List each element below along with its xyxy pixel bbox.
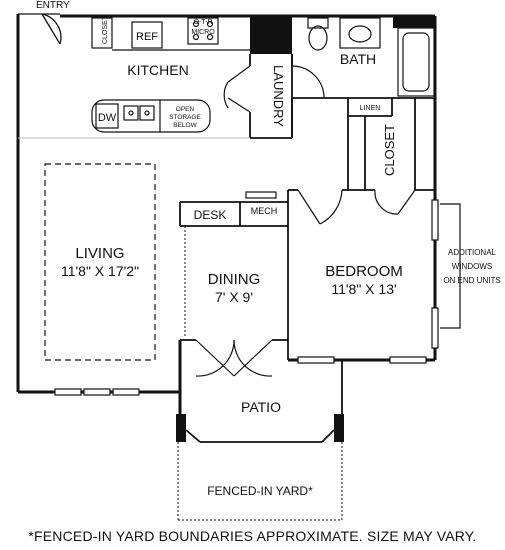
dining-dimension: 7' X 9' xyxy=(215,289,253,305)
closet-walls xyxy=(348,98,416,190)
exterior-walls xyxy=(16,14,437,440)
kitchen-label: KITCHEN xyxy=(127,62,188,78)
dining-label: DINING xyxy=(208,271,261,288)
patio xyxy=(176,360,344,443)
bedroom-windows xyxy=(297,199,461,364)
patio-label: PATIO xyxy=(241,399,281,415)
living-windows xyxy=(54,388,140,396)
yard-label: FENCED-IN YARD* xyxy=(207,484,313,498)
additional-windows-1: ADDITIONAL xyxy=(448,248,497,257)
floor-plan: ENTRY CLOSET REF O-T-R MICRO KITCHEN LAU… xyxy=(16,0,501,521)
kitchen-counter xyxy=(112,17,250,51)
entry-label: ENTRY xyxy=(36,0,70,11)
ref-label: REF xyxy=(136,31,158,43)
open-storage-label-1: OPEN xyxy=(176,106,195,113)
bath-label: BATH xyxy=(340,51,376,67)
living-area-outline xyxy=(44,163,156,361)
linen-label: LINEN xyxy=(360,105,381,112)
laundry-label: LAUNDRY xyxy=(271,65,286,127)
chase-block xyxy=(250,16,292,54)
footnote: *FENCED-IN YARD BOUNDARIES APPROXIMATE. … xyxy=(28,528,477,544)
bedroom-walls xyxy=(287,189,435,360)
entry-closet xyxy=(91,17,113,49)
micro-label: MICRO xyxy=(191,29,215,36)
bedroom-dimension: 11'8" X 13' xyxy=(331,281,396,297)
dw-label: DW xyxy=(98,112,117,124)
additional-windows-2: WINDOWS xyxy=(452,262,492,271)
open-storage-label-2: STORAGE xyxy=(169,114,201,121)
living-label: LIVING xyxy=(75,245,124,262)
entry-door xyxy=(18,13,62,45)
fenced-yard xyxy=(177,442,343,521)
closet-small-label: CLOSET xyxy=(102,15,109,44)
open-storage-label-3: BELOW xyxy=(173,122,197,129)
kitchen-island xyxy=(91,99,211,133)
living-dimension: 11'8" X 17'2" xyxy=(61,263,139,279)
closet-label: CLOSET xyxy=(382,124,397,176)
wall-block xyxy=(393,16,435,28)
mech-label: MECH xyxy=(251,206,278,216)
micro-top-label: O-T-R xyxy=(193,19,212,26)
bedroom-label: BEDROOM xyxy=(325,263,403,280)
desk-mech xyxy=(179,191,288,227)
bathroom xyxy=(291,17,435,190)
additional-windows-3: ON END UNITS xyxy=(443,276,500,285)
desk-label: DESK xyxy=(194,208,227,222)
dining-walls xyxy=(180,226,288,377)
